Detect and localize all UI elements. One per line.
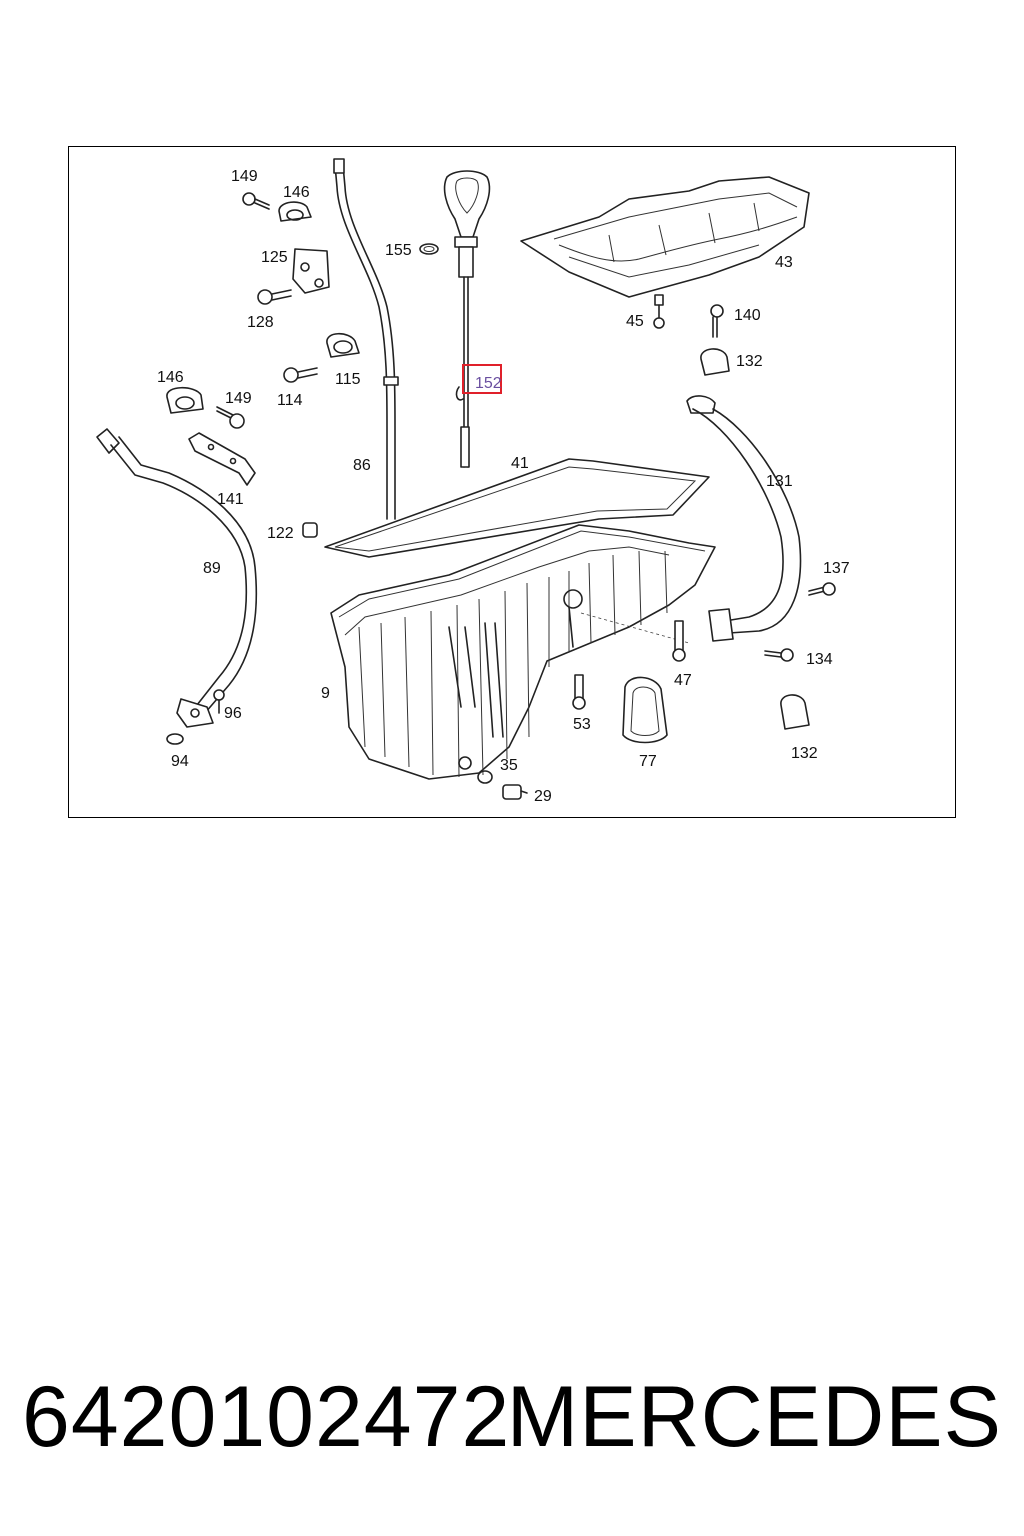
callout-122: 122 xyxy=(267,525,294,542)
callout-41: 41 xyxy=(511,455,529,472)
clamp-part-146-left xyxy=(166,386,204,414)
breather-hose-part-131 xyxy=(686,395,802,642)
clip-part-132-bottom xyxy=(780,694,810,730)
plug-part-122 xyxy=(302,522,318,538)
oil-pan-gasket-part-41 xyxy=(324,458,710,558)
oil-dipstick-part-152 xyxy=(443,170,491,468)
callout-29: 29 xyxy=(534,788,552,805)
bolt-part-114 xyxy=(283,367,318,383)
clip-part-132-top xyxy=(700,348,730,376)
bolt-part-140 xyxy=(710,304,724,338)
callout-115: 115 xyxy=(335,371,361,388)
callout-9: 9 xyxy=(321,685,330,702)
parts-diagram: 149 146 125 128 115 114 146 149 141 86 1… xyxy=(68,146,956,818)
seal-ring-part-35 xyxy=(477,770,493,784)
callout-128: 128 xyxy=(247,314,274,331)
oil-pan-part-9 xyxy=(330,524,716,780)
clamp-part-146-top xyxy=(278,201,312,222)
bolt-part-149-left xyxy=(216,406,245,429)
dipstick-guide-tube-part-86 xyxy=(333,158,399,520)
bolt-part-149-top xyxy=(242,192,270,210)
exploded-view-drawing: 149 146 125 128 115 114 146 149 141 86 1… xyxy=(96,158,850,805)
callout-47: 47 xyxy=(674,672,692,689)
callout-146-left: 146 xyxy=(157,369,184,386)
bracket-part-141 xyxy=(188,432,256,486)
callout-94: 94 xyxy=(171,753,189,770)
callout-89: 89 xyxy=(203,560,221,577)
callout-149-top: 149 xyxy=(231,168,258,185)
upper-oil-pan-part-43 xyxy=(520,176,810,298)
drain-plug-part-29 xyxy=(502,784,528,800)
part-number: 6420102472 xyxy=(22,1369,511,1465)
bolt-part-47 xyxy=(672,620,686,662)
bolt-part-96 xyxy=(213,689,225,714)
callout-140: 140 xyxy=(734,307,761,324)
callout-45: 45 xyxy=(626,313,644,330)
callout-152-highlight-box xyxy=(462,364,502,394)
bolt-part-53 xyxy=(572,674,586,710)
oil-pipe-part-89 xyxy=(96,428,258,728)
callout-43: 43 xyxy=(775,254,793,271)
callout-137: 137 xyxy=(823,560,850,577)
callout-131: 131 xyxy=(766,473,793,490)
bolt-part-137 xyxy=(808,582,836,596)
callout-146-top: 146 xyxy=(283,184,310,201)
callout-132-top: 132 xyxy=(736,353,763,370)
callout-149-left: 149 xyxy=(225,390,252,407)
callout-77: 77 xyxy=(639,753,657,770)
callout-152: 152 xyxy=(475,375,502,392)
callout-53: 53 xyxy=(573,716,591,733)
callout-96: 96 xyxy=(224,705,242,722)
callout-114: 114 xyxy=(277,392,303,409)
callout-86: 86 xyxy=(353,457,371,474)
footer: 6420102472 MERCEDES xyxy=(0,1362,1024,1482)
callout-141: 141 xyxy=(217,491,244,508)
callout-labels: 149 146 125 128 115 114 146 149 141 86 1… xyxy=(157,168,850,805)
bolt-part-134 xyxy=(764,648,794,662)
bolt-part-128 xyxy=(257,289,292,305)
callout-125: 125 xyxy=(261,249,288,266)
callout-134: 134 xyxy=(806,651,833,668)
seal-ring-part-94 xyxy=(166,733,184,745)
clamp-part-115 xyxy=(326,332,360,358)
bolt-part-45 xyxy=(653,294,665,329)
callout-155: 155 xyxy=(385,242,412,259)
seal-part-77 xyxy=(622,676,668,744)
callout-35: 35 xyxy=(500,757,518,774)
brand-name: MERCEDES xyxy=(506,1369,1002,1465)
seal-ring-part-155 xyxy=(419,243,439,255)
bracket-part-125 xyxy=(292,248,330,294)
callout-132-bottom: 132 xyxy=(791,745,818,762)
